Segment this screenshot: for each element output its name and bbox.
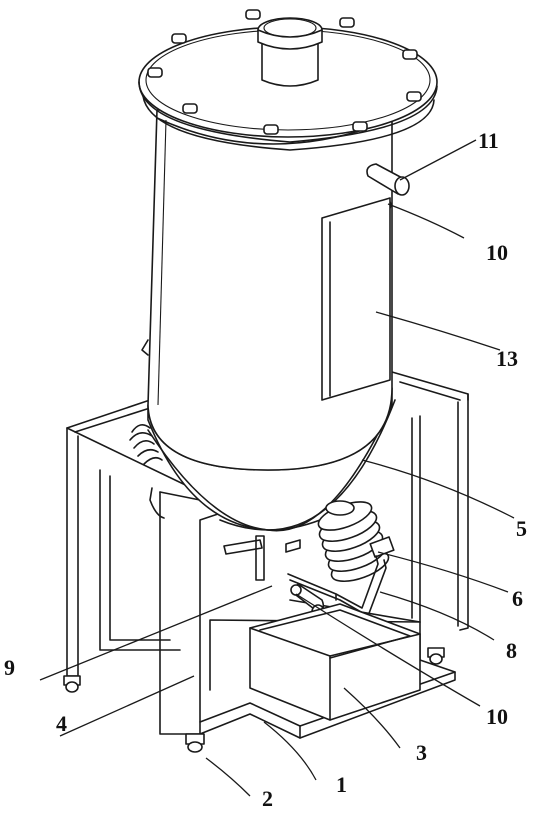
collection-box	[249, 603, 421, 721]
callout-labels: 11 10 13 5 6 8 9 10 4 3 1 2	[4, 128, 527, 811]
callout-6: 6	[512, 586, 523, 611]
callout-8: 8	[506, 638, 517, 663]
caster-wheel-right	[427, 647, 445, 665]
top-nozzle	[257, 17, 323, 87]
callout-10-bottom: 10	[486, 704, 508, 729]
callout-13: 13	[496, 346, 518, 371]
tank	[138, 9, 438, 532]
spiral-coil	[317, 500, 395, 583]
viewing-panel	[321, 197, 391, 401]
caster-wheel-front	[185, 733, 205, 753]
callout-3: 3	[416, 740, 427, 765]
callout-2: 2	[262, 786, 273, 811]
outlet-pipe	[223, 535, 325, 620]
lid-bolts	[147, 9, 422, 135]
callout-4: 4	[56, 711, 67, 736]
leader-lines	[39, 139, 515, 797]
callout-10-top: 10	[486, 240, 508, 265]
left-coil	[129, 424, 165, 519]
bottom-fitting	[285, 539, 301, 553]
caster-wheel-left	[63, 675, 81, 693]
callout-1: 1	[336, 772, 347, 797]
callout-11: 11	[478, 128, 499, 153]
side-pipe	[366, 163, 410, 196]
callout-5: 5	[516, 516, 527, 541]
callout-9: 9	[4, 655, 15, 680]
